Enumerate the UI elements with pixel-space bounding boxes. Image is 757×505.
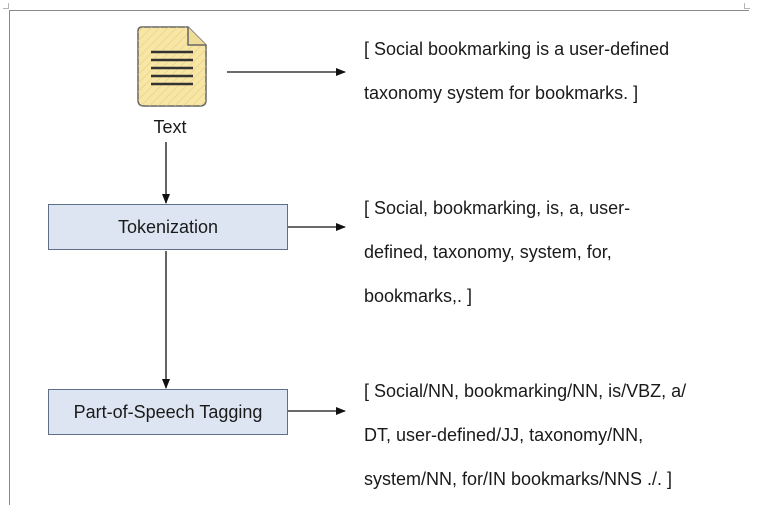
diagram-frame [9, 10, 749, 505]
output-pos-tags: [ Social/NN, bookmarking/NN, is/VBZ, a/ … [364, 369, 686, 501]
step-box-pos-tagging: Part-of-Speech Tagging [48, 389, 288, 435]
output-line: [ Social, bookmarking, is, a, user- [364, 198, 631, 218]
output-line: [ Social/NN, bookmarking/NN, is/VBZ, a/ [364, 381, 687, 401]
document-icon [137, 26, 207, 107]
output-line: [ Social bookmarking is a user-defined [364, 39, 670, 59]
document-label: Text [153, 117, 187, 137]
output-line: taxonomy system for bookmarks. ] [364, 83, 639, 103]
step-box-tokenization: Tokenization [48, 204, 288, 250]
output-line: DT, user-defined/JJ, taxonomy/NN, [364, 425, 644, 445]
corner-mark-top-right [744, 3, 750, 9]
output-line: bookmarks,. ] [364, 286, 473, 306]
step-label: Part-of-Speech Tagging [73, 401, 263, 422]
output-tokens: [ Social, bookmarking, is, a, user- defi… [364, 186, 630, 318]
output-line: system/NN, for/IN bookmarks/NNS ./. ] [364, 469, 673, 489]
step-label: Tokenization [117, 216, 219, 237]
output-raw-text: [ Social bookmarking is a user-defined t… [364, 27, 669, 115]
output-line: defined, taxonomy, system, for, [364, 242, 612, 262]
corner-mark-top-left [3, 3, 9, 9]
